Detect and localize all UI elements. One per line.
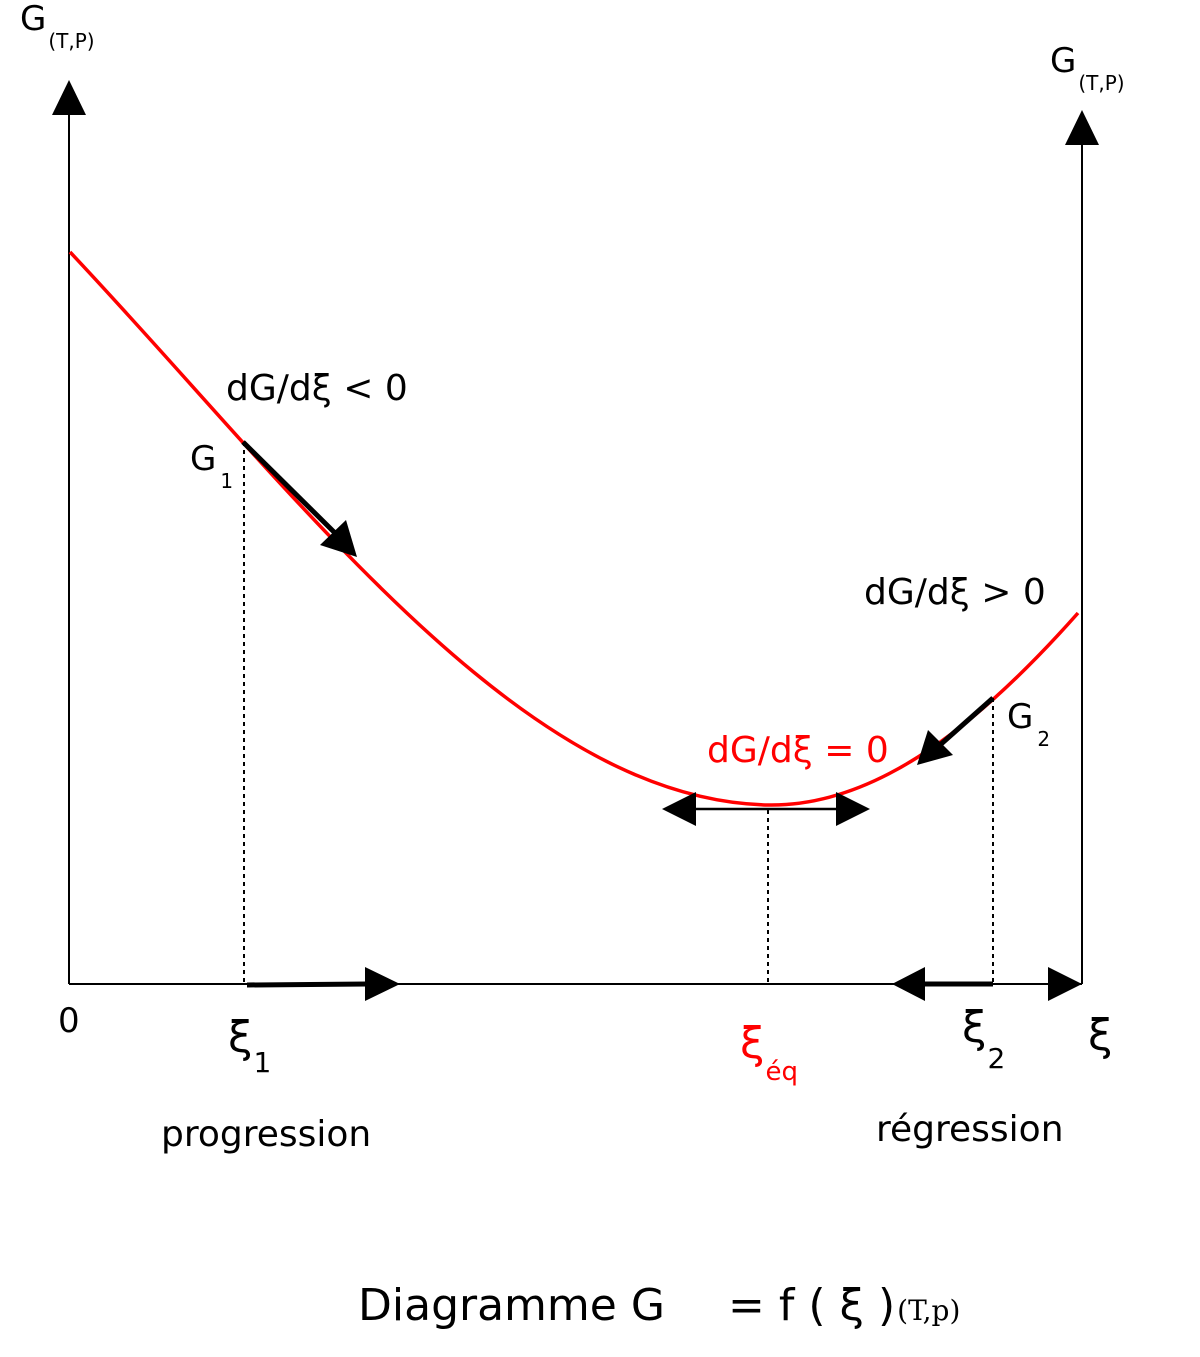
progression-arrow — [246, 981, 368, 988]
left-y-arrowhead — [52, 80, 86, 115]
g1-tangent-arrow — [241, 440, 337, 535]
xi2-label: ξ2 — [962, 1002, 1005, 1075]
eq-left-arrowhead — [662, 792, 696, 826]
progression-label: progression — [161, 1114, 371, 1155]
right-y-axis-label: G(T,P) — [1050, 41, 1125, 95]
progression-arrowhead — [365, 967, 400, 1001]
positive-slope-label: dG/dξ > 0 — [864, 572, 1046, 613]
xi-eq-label: ξéq — [740, 1018, 798, 1087]
x-axis-arrowhead — [1048, 967, 1082, 1001]
gibbs-curve — [68, 250, 1080, 807]
regression-arrowhead — [892, 967, 925, 1001]
g1-arrowhead — [320, 520, 357, 557]
regression-label: régression — [876, 1109, 1064, 1150]
xi1-label: ξ1 — [228, 1012, 271, 1079]
eq-right-arrowhead — [836, 792, 870, 826]
g2-arrowhead — [917, 730, 953, 765]
zero-slope-label: dG/dξ = 0 — [707, 730, 889, 771]
origin-label: 0 — [58, 1001, 80, 1041]
g1-label: G1 — [190, 439, 233, 493]
negative-slope-label: dG/dξ < 0 — [226, 368, 408, 409]
left-y-axis-label: G(T,P) — [20, 0, 95, 53]
g2-tangent-arrow — [938, 696, 995, 747]
diagram-title: Diagramme G= f ( ξ )(T,p) — [358, 1280, 960, 1331]
right-y-arrowhead — [1065, 110, 1099, 145]
g2-label: G2 — [1007, 697, 1050, 751]
x-axis-label: ξ — [1088, 1010, 1113, 1061]
